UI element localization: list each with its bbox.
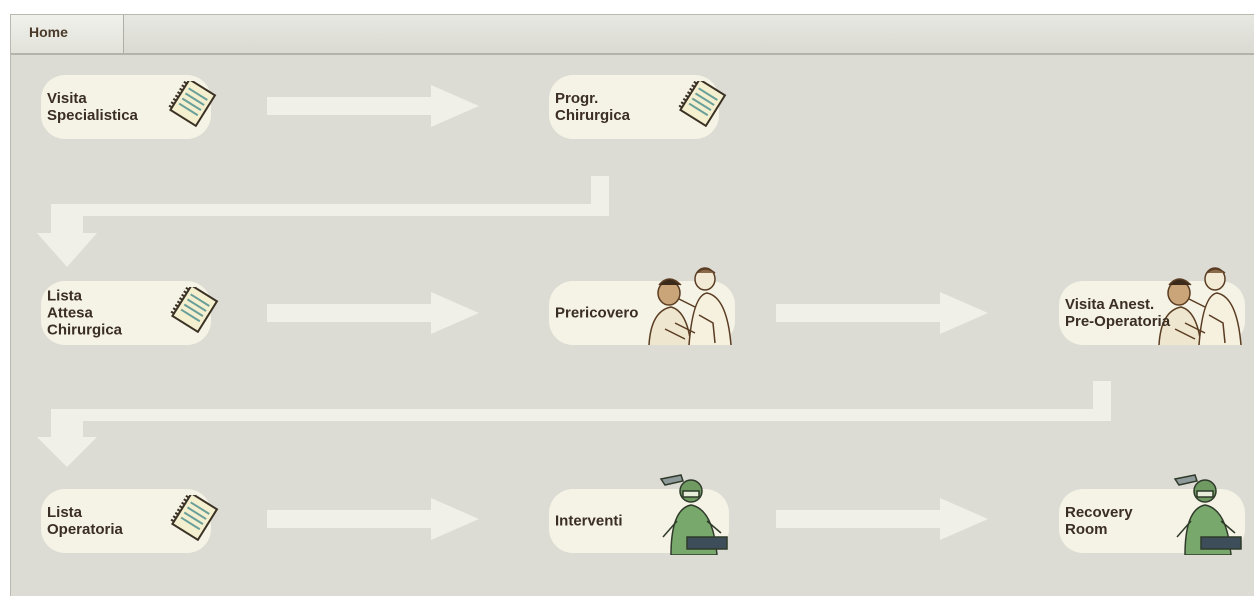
arrow-right [267,292,479,334]
arrow-elbow [37,176,609,267]
notebook-icon [170,287,219,333]
node-visita-specialistica[interactable]: Visita Specialistica [41,75,217,139]
node-visita-anest-pre-operatoria[interactable]: Visita Anest. Pre-Operatoria [1059,267,1245,345]
node-label: Lista Attesa Chirurgica [47,287,123,339]
node-label: Visita Anest. Pre-Operatoria [1065,296,1171,330]
node-progr-chirurgica[interactable]: Progr. Chirurgica [549,75,727,139]
node-label: Lista Operatoria [47,504,123,538]
node-lista-operatoria[interactable]: Lista Operatoria [41,489,219,553]
workflow-panel: Home Visita Specialistica [10,14,1254,596]
doctor-patient-icon [648,267,732,345]
notebook-icon [168,81,217,127]
arrow-right [776,498,988,540]
notebook-icon [678,81,727,127]
tab-bar: Home [11,15,1254,55]
arrow-right [267,85,479,127]
node-label: Progr. Chirurgica [555,90,631,124]
arrow-elbow [37,381,1111,467]
notebook-icon [170,495,219,541]
node-label: Prericovero [555,304,639,322]
node-interventi[interactable]: Interventi [549,474,729,555]
tab-home[interactable]: Home [11,15,124,53]
arrow-right [776,292,988,334]
node-recovery-room[interactable]: Recovery Room [1059,474,1245,555]
surgeon-icon [1173,474,1242,555]
node-label: Visita Specialistica [47,90,138,124]
arrow-right [267,498,479,540]
node-prericovero[interactable]: Prericovero [549,267,735,345]
node-lista-attesa-chirurgica[interactable]: Lista Attesa Chirurgica [41,281,219,345]
node-label: Interventi [555,512,623,530]
surgeon-icon [659,474,728,555]
node-label: Recovery Room [1065,504,1133,538]
doctor-patient-icon [1158,267,1242,345]
flow-arrows [37,85,1111,540]
